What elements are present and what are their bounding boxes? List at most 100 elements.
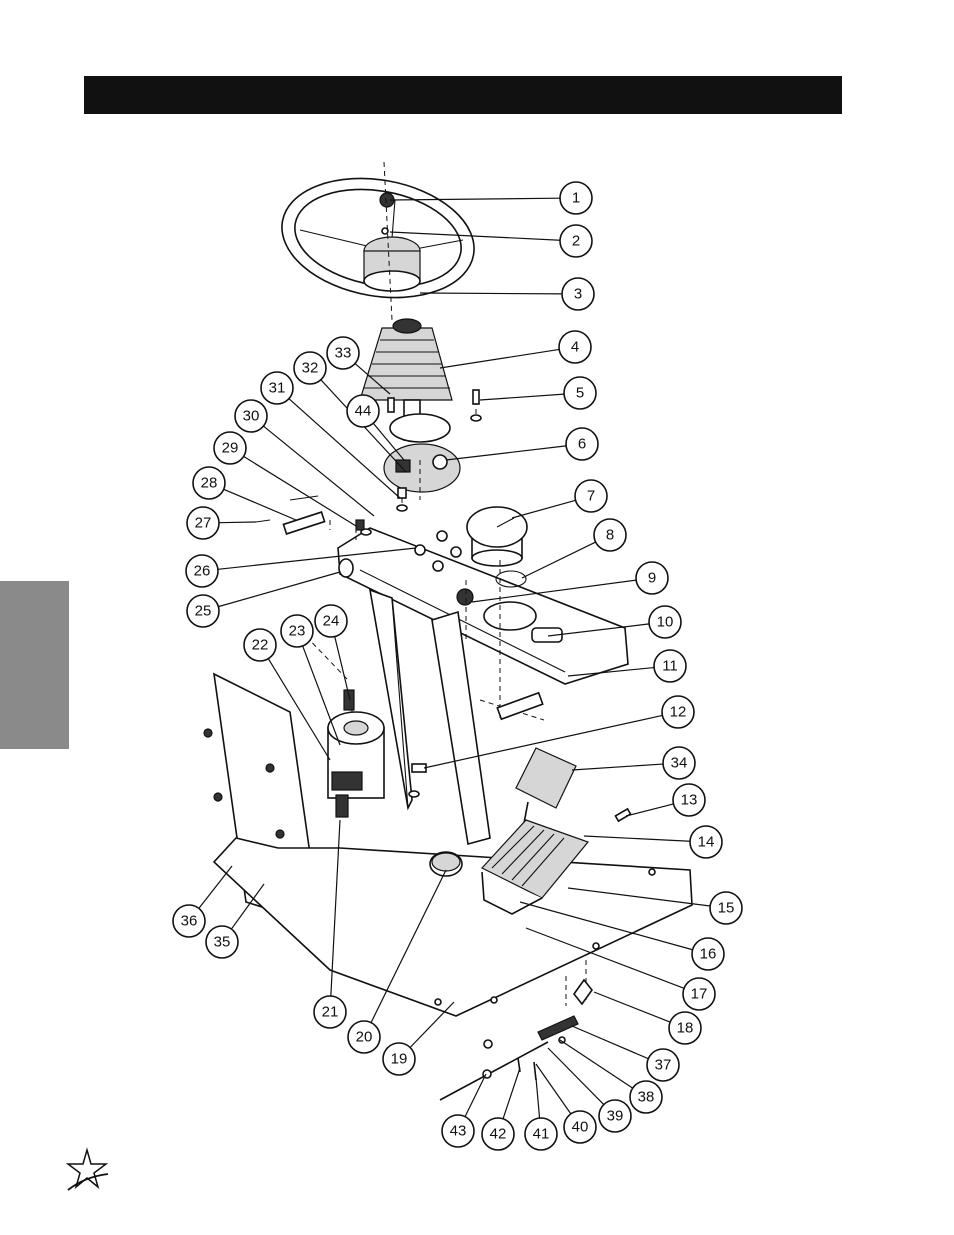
callout-number: 6 [578, 436, 586, 453]
callout-36: 36 [172, 904, 206, 938]
callout-6: 6 [565, 427, 599, 461]
callout-8: 8 [593, 518, 627, 552]
callout-leader-44 [372, 422, 405, 461]
callout-number: 1 [572, 190, 580, 207]
callout-circle [653, 649, 687, 683]
pump-assembly [327, 689, 385, 818]
callout-number: 9 [648, 570, 656, 587]
callout-37: 37 [646, 1048, 680, 1082]
callout-number: 16 [700, 946, 717, 963]
callout-44: 44 [346, 394, 380, 428]
callout-leader-25 [218, 571, 341, 608]
callout-circle [709, 891, 743, 925]
callout-leader-5 [479, 393, 565, 401]
callout-number: 22 [252, 637, 269, 654]
callout-28: 28 [192, 466, 226, 500]
callout-circle [280, 614, 314, 648]
callout-circle [347, 1020, 381, 1054]
callout-number: 10 [657, 614, 674, 631]
callout-25: 25 [186, 594, 220, 628]
callout-11: 11 [653, 649, 687, 683]
callout-16: 16 [691, 937, 725, 971]
callout-circle [186, 506, 220, 540]
callout-31: 31 [260, 371, 294, 405]
callout-circle [563, 1110, 597, 1144]
callout-leader-17 [525, 927, 685, 989]
steering-column [383, 399, 461, 493]
callout-leader-30 [263, 425, 375, 517]
callout-17: 17 [682, 977, 716, 1011]
callout-circle [682, 977, 716, 1011]
callout-27: 27 [186, 506, 220, 540]
callout-number: 42 [490, 1126, 507, 1143]
callout-number: 14 [698, 834, 715, 851]
callout-13: 13 [672, 783, 706, 817]
callout-39: 39 [598, 1099, 632, 1133]
callout-number: 37 [655, 1057, 672, 1074]
callout-21: 21 [313, 995, 347, 1029]
callout-leader-16 [519, 901, 693, 951]
callout-number: 4 [571, 339, 579, 356]
callout-circle [689, 825, 723, 859]
callout-circle [672, 783, 706, 817]
callout-leader-28 [223, 488, 297, 521]
callout-20: 20 [347, 1020, 381, 1054]
pedals [481, 747, 590, 915]
callout-30: 30 [234, 399, 268, 433]
callout-10: 10 [648, 605, 682, 639]
callout-circle [598, 1099, 632, 1133]
callout-leader-13 [625, 803, 674, 817]
callout-leader-1 [389, 197, 561, 201]
callout-leader-3 [419, 292, 563, 295]
callout-26: 26 [185, 554, 219, 588]
steering-boot [359, 318, 453, 401]
callout-circle [441, 1114, 475, 1148]
callout-number: 18 [677, 1020, 694, 1037]
callout-leader-8 [521, 541, 596, 579]
callout-leader-11 [567, 666, 655, 677]
callout-number: 28 [201, 475, 218, 492]
callout-circle [293, 351, 327, 385]
callout-number: 20 [356, 1029, 373, 1046]
callout-number: 27 [195, 515, 212, 532]
callout-number: 25 [195, 603, 212, 620]
callout-number: 12 [670, 704, 687, 721]
callout-leader-29 [243, 455, 357, 527]
callout-circle [648, 605, 682, 639]
callout-number: 17 [691, 986, 708, 1003]
callout-leader-20 [370, 869, 447, 1023]
callout-circle [565, 427, 599, 461]
callout-41: 41 [524, 1117, 558, 1151]
callout-number: 39 [607, 1108, 624, 1125]
callout-leader-4 [439, 348, 560, 369]
callout-12: 12 [661, 695, 695, 729]
callout-18: 18 [668, 1011, 702, 1045]
callout-number: 44 [355, 403, 372, 420]
callout-leader-26 [217, 547, 417, 570]
callout-circle [559, 181, 593, 215]
callout-38: 38 [629, 1080, 663, 1114]
callout-circle [559, 224, 593, 258]
callout-19: 19 [382, 1042, 416, 1076]
callout-circle [234, 399, 268, 433]
callout-leader-41 [535, 1077, 541, 1119]
callout-circle [593, 518, 627, 552]
callout-1: 1 [559, 181, 593, 215]
callout-circle [524, 1117, 558, 1151]
callout-circle [260, 371, 294, 405]
callout-number: 11 [662, 658, 678, 675]
callout-leader-6 [445, 445, 567, 461]
callout-leader-35 [230, 883, 265, 930]
callout-circle [186, 594, 220, 628]
callout-9: 9 [635, 561, 669, 595]
callout-number: 19 [391, 1051, 408, 1068]
callout-number: 40 [572, 1119, 589, 1136]
callout-number: 31 [269, 380, 286, 397]
callout-40: 40 [563, 1110, 597, 1144]
callout-circle [481, 1117, 515, 1151]
callout-circle [192, 466, 226, 500]
callout-circle [185, 554, 219, 588]
callout-leader-19 [409, 1001, 455, 1048]
callout-leader-9 [471, 579, 637, 603]
callout-2: 2 [559, 224, 593, 258]
